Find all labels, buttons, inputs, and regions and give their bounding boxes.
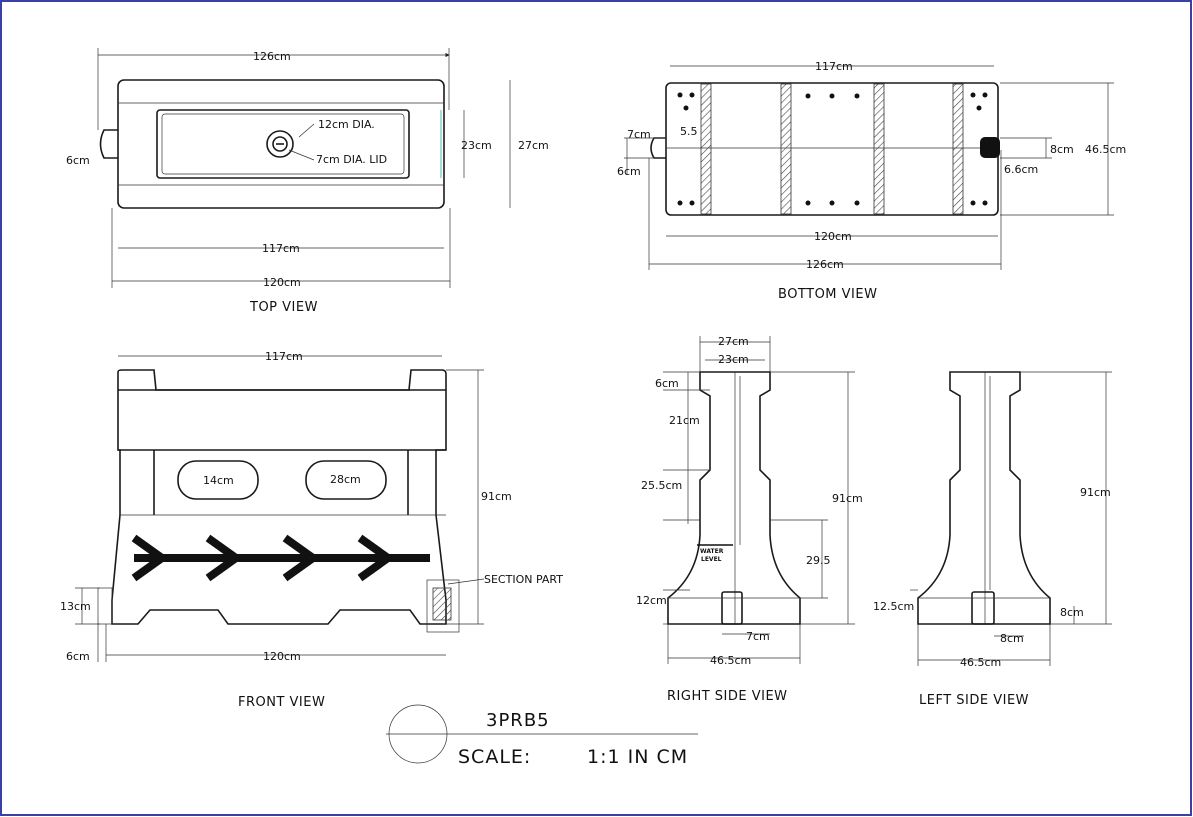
front-view-title: FRONT VIEW [238,695,325,710]
bottom-dim-46-5: 46.5cm [1085,143,1126,156]
water-level-line1: WATER [700,548,724,555]
right-dim-46-5: 46.5cm [710,654,751,667]
title-block: 3PRB5 SCALE: 1:1 IN CM [386,704,698,768]
left-side-view-title: LEFT SIDE VIEW [919,693,1029,708]
bottom-dim-117: 117cm [815,60,853,73]
front-dim-6: 6cm [66,650,90,663]
top-note-lid: 7cm DIA. LID [316,153,387,166]
front-dim-91: 91cm [481,490,512,503]
right-side-view: 27cm 23cm 6cm 21cm 25.5cm 12cm 7cm 46.5c… [636,335,863,704]
bottom-dim-6-6: 6.6cm [1004,163,1038,176]
bottom-dim-8: 8cm [1050,143,1074,156]
top-dim-120: 120cm [263,276,301,289]
model-number: 3PRB5 [486,710,550,731]
front-dim-28: 28cm [330,473,361,486]
right-dim-7: 7cm [746,630,770,643]
top-dim-126: 126cm [253,50,291,63]
bottom-dim-126: 126cm [806,258,844,271]
bottom-dim-5-5: 5.5 [680,125,698,138]
front-dim-117: 117cm [265,350,303,363]
bottom-view-title: BOTTOM VIEW [778,287,877,302]
right-dim-27: 27cm [718,335,749,348]
left-dim-46-5: 46.5cm [960,656,1001,669]
top-dim-6: 6cm [66,154,90,167]
bottom-dim-120: 120cm [814,230,852,243]
top-dim-23: 23cm [461,139,492,152]
front-dim-120: 120cm [263,650,301,663]
top-note-dia: 12cm DIA. [318,118,375,131]
chevron-arrows [131,534,430,582]
scale-value: 1:1 IN CM [587,746,688,768]
right-dim-91: 91cm [832,492,863,505]
right-dim-25-5: 25.5cm [641,479,682,492]
left-dim-12-5: 12.5cm [873,600,914,613]
scale-label: SCALE: [458,746,531,768]
bottom-dim-6: 6cm [617,165,641,178]
top-dim-27: 27cm [518,139,549,152]
front-dim-14: 14cm [203,474,234,487]
right-dim-23: 23cm [718,353,749,366]
left-dim-8b: 8cm [1000,632,1024,645]
right-dim-6: 6cm [655,377,679,390]
right-dim-29-5: 29.5 [806,554,831,567]
front-dim-13: 13cm [60,600,91,613]
right-side-view-title: RIGHT SIDE VIEW [667,689,788,704]
front-section-label: SECTION PART [484,573,563,586]
top-dim-117: 117cm [262,242,300,255]
top-view: 126cm 117cm 120cm 6cm 23cm 27cm 12cm DIA… [66,48,549,315]
bottom-dim-7: 7cm [627,128,651,141]
water-level-line2: LEVEL [701,556,722,563]
top-view-title: TOP VIEW [249,300,318,315]
right-dim-21: 21cm [669,414,700,427]
right-dim-12: 12cm [636,594,667,607]
front-view: 117cm 120cm 6cm 13cm 91cm 14cm 28cm SECT… [60,350,563,710]
left-side-view: 91cm 12.5cm 8cm 8cm 46.5cm LEFT SIDE VIE… [873,371,1112,708]
bottom-view: 117cm 120cm 126cm 7cm 5.5 6cm 8cm 6.6cm … [617,60,1126,302]
left-dim-8a: 8cm [1060,606,1084,619]
left-dim-91: 91cm [1080,486,1111,499]
